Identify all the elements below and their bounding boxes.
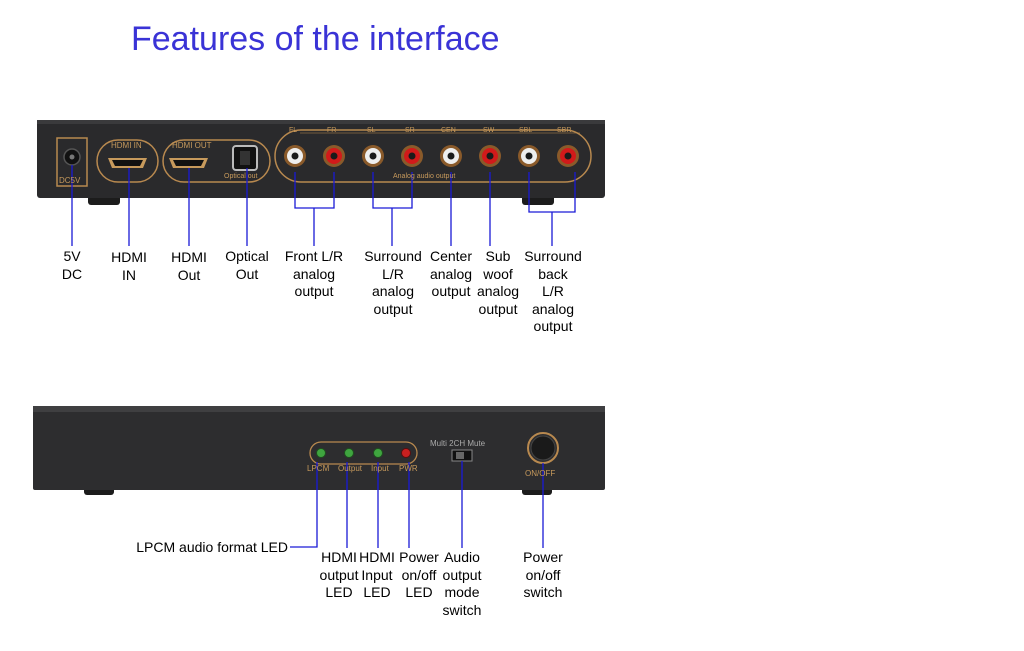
silk-dc: DC5V: [59, 176, 81, 185]
hdmi-in-frame: [96, 139, 159, 183]
label-mode-switch: Audio output mode switch: [442, 549, 482, 618]
silk-ch-sbl: SBL: [519, 127, 533, 134]
silk-ch-sl: SL: [367, 127, 376, 134]
label-optical-out: Optical Out: [225, 248, 269, 282]
analog-output-frame: [274, 129, 592, 183]
rca-jacks: [284, 145, 579, 167]
label-surround-back: Surround back L/R analog output: [524, 248, 582, 334]
label-power-switch: Power on/off switch: [523, 549, 563, 600]
front-panel-body: [33, 406, 605, 490]
silk-ch-fr: FR: [327, 127, 337, 134]
silk-optical: Optical out: [224, 173, 258, 180]
label-hdmi-in: HDMI IN: [111, 249, 147, 283]
label-front-lr: Front L/R analog output: [284, 248, 344, 299]
silk-led-pwr: PWR: [399, 464, 418, 473]
page-title: Features of the interface: [131, 20, 500, 58]
led-output: [344, 448, 354, 458]
label-surround-lr: Surround L/R analog output: [364, 248, 422, 317]
silk-hdmi-in: HDMI IN: [111, 141, 142, 150]
label-center: Center analog output: [429, 248, 473, 299]
silk-led-lpcm: LPCM: [307, 464, 330, 473]
label-hdmi-out: HDMI Out: [171, 249, 207, 283]
power-button: [530, 435, 556, 461]
silk-ch-cen: CEN: [441, 127, 456, 134]
silk-analog: Analog audio output: [393, 173, 456, 180]
label-hdmi-output-led: HDMI output LED: [319, 549, 359, 600]
front-leader-lines: [290, 461, 544, 548]
silk-led-output: Output: [338, 464, 363, 473]
led-input: [373, 448, 383, 458]
silk-switch: Multi 2CH Mute: [430, 439, 486, 448]
rear-panel-body: [37, 120, 605, 198]
label-power-led: Power on/off LED: [399, 549, 439, 600]
label-hdmi-input-led: HDMI Input LED: [359, 549, 395, 600]
silk-led-input: Input: [371, 464, 389, 473]
label-5v-dc: 5V DC: [61, 248, 83, 282]
label-lpcm-led: LPCM audio format LED: [136, 539, 288, 555]
led-frame: [309, 441, 418, 465]
led-pwr: [401, 448, 411, 458]
silk-power: ON/OFF: [525, 469, 556, 478]
led-lpcm: [316, 448, 326, 458]
silk-ch-sw: SW: [483, 127, 495, 134]
rear-leader-lines: [71, 165, 576, 246]
silk-hdmi-out: HDMI OUT: [172, 141, 212, 150]
hdmi-out-frame: [162, 139, 271, 183]
silk-ch-fl: FL: [289, 127, 298, 134]
silk-ch-sbr: SBR: [557, 127, 572, 134]
label-subwoofer: Sub woof analog output: [476, 248, 520, 317]
silk-ch-sr: SR: [405, 127, 415, 134]
